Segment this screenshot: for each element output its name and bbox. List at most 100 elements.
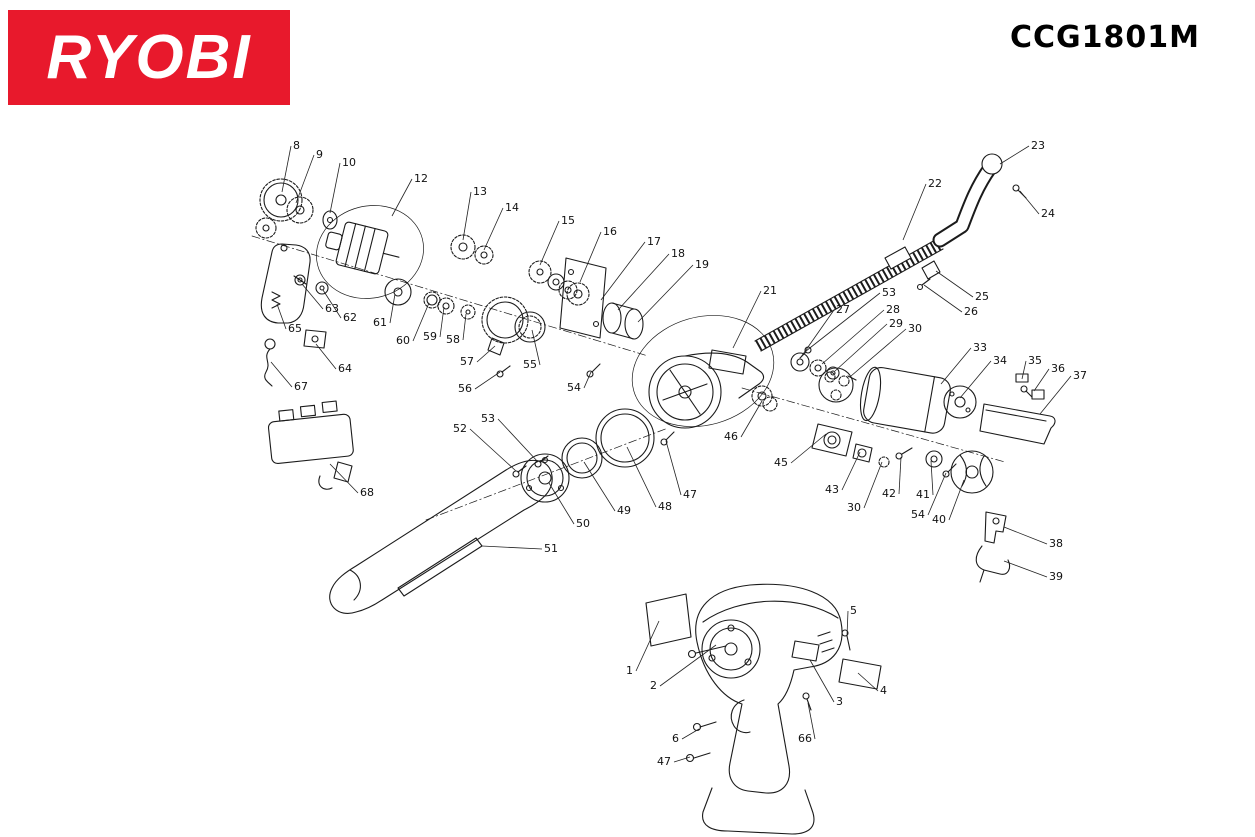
part-number-37: 37 <box>1073 369 1087 382</box>
part-number-58: 58 <box>446 333 460 346</box>
tool-body-art <box>645 583 882 835</box>
part-number-63: 63 <box>325 302 339 315</box>
part-number-30: 30 <box>908 322 922 335</box>
part-number-34: 34 <box>993 354 1007 367</box>
leader-line-35 <box>1021 360 1027 380</box>
leader-line-1 <box>635 620 660 672</box>
part-number-35: 35 <box>1028 354 1042 367</box>
leader-line-16 <box>579 231 602 283</box>
part-number-48: 48 <box>658 500 672 513</box>
leader-line-12 <box>391 178 413 217</box>
part-number-47: 47 <box>657 755 671 768</box>
part-number-60: 60 <box>396 334 410 347</box>
motor-art <box>811 366 994 494</box>
part-number-53: 53 <box>481 412 495 425</box>
leader-line-54 <box>927 472 947 516</box>
part-number-17: 17 <box>647 235 661 248</box>
part-number-24: 24 <box>1041 207 1055 220</box>
leader-line-18 <box>617 253 670 311</box>
part-number-39: 39 <box>1049 570 1063 583</box>
clutch-housing-art <box>631 315 778 429</box>
part-number-21: 21 <box>763 284 777 297</box>
leader-line-54 <box>583 371 592 389</box>
part-number-57: 57 <box>460 355 474 368</box>
part-number-54: 54 <box>567 381 581 394</box>
leader-line-29 <box>834 323 888 372</box>
part-number-8: 8 <box>293 139 300 152</box>
part-number-51: 51 <box>544 542 558 555</box>
part-number-62: 62 <box>343 311 357 324</box>
leader-line-55 <box>531 329 541 366</box>
part-number-2: 2 <box>650 679 657 692</box>
leader-line-13 <box>462 191 472 241</box>
leader-line-47 <box>673 756 691 763</box>
leader-line-8 <box>281 145 292 193</box>
leader-line-50 <box>548 482 575 525</box>
part-number-56: 56 <box>458 382 472 395</box>
leader-line-62 <box>322 289 342 319</box>
leader-line-47 <box>665 440 682 496</box>
leader-line-57 <box>476 345 496 363</box>
part-number-50: 50 <box>576 517 590 530</box>
leader-line-67 <box>270 361 293 388</box>
leader-line-48 <box>626 446 657 508</box>
leader-line-5 <box>846 610 849 637</box>
leader-line-36 <box>1033 368 1050 392</box>
part-number-64: 64 <box>338 362 352 375</box>
leader-line-15 <box>539 220 560 266</box>
leader-line-40 <box>948 479 965 521</box>
part-number-36: 36 <box>1051 362 1065 375</box>
leader-line-21 <box>732 290 762 349</box>
part-number-53: 53 <box>882 286 896 299</box>
part-number-13: 13 <box>473 185 487 198</box>
leader-line-25 <box>935 270 974 298</box>
battery-art <box>267 400 354 490</box>
leader-line-6 <box>681 728 700 740</box>
part-number-65: 65 <box>288 322 302 335</box>
part-number-9: 9 <box>316 148 323 161</box>
part-number-41: 41 <box>916 488 930 501</box>
part-number-61: 61 <box>373 316 387 329</box>
leader-line-37 <box>1039 375 1072 415</box>
part-number-55: 55 <box>523 358 537 371</box>
part-number-59: 59 <box>423 330 437 343</box>
centerlines-art <box>251 235 1006 521</box>
leader-line-51 <box>481 545 543 550</box>
part-number-23: 23 <box>1031 139 1045 152</box>
ryobi-logo: RYOBI <box>8 10 290 105</box>
leader-line-38 <box>1003 526 1048 545</box>
part-number-25: 25 <box>975 290 989 303</box>
part-number-22: 22 <box>928 177 942 190</box>
leader-line-65 <box>276 303 287 330</box>
part-number-45: 45 <box>774 456 788 469</box>
part-number-67: 67 <box>294 380 308 393</box>
leader-line-61 <box>389 293 396 324</box>
part-number-68: 68 <box>360 486 374 499</box>
part-number-43: 43 <box>825 483 839 496</box>
leader-line-58 <box>462 313 467 341</box>
part-number-28: 28 <box>886 303 900 316</box>
leader-line-63 <box>301 283 324 310</box>
leader-line-49 <box>583 461 616 512</box>
leader-line-10 <box>329 162 341 214</box>
leader-line-39 <box>1003 560 1048 578</box>
part-number-14: 14 <box>505 201 519 214</box>
right-parts-art <box>975 373 1056 583</box>
ryobi-logo-text: RYOBI <box>46 23 252 92</box>
part-number-38: 38 <box>1049 537 1063 550</box>
part-number-26: 26 <box>964 305 978 318</box>
leader-line-41 <box>930 460 934 496</box>
leader-line-46 <box>740 400 763 438</box>
leader-line-68 <box>329 463 359 494</box>
gear-cluster-art <box>255 178 338 387</box>
leader-line-64 <box>315 343 337 370</box>
leader-line-28 <box>821 309 885 365</box>
part-number-5: 5 <box>850 604 857 617</box>
leader-line-42 <box>898 456 902 495</box>
leader-line-24 <box>1019 190 1040 215</box>
part-number-16: 16 <box>603 225 617 238</box>
part-number-49: 49 <box>617 504 631 517</box>
leader-line-43 <box>841 451 861 491</box>
part-number-12: 12 <box>414 172 428 185</box>
